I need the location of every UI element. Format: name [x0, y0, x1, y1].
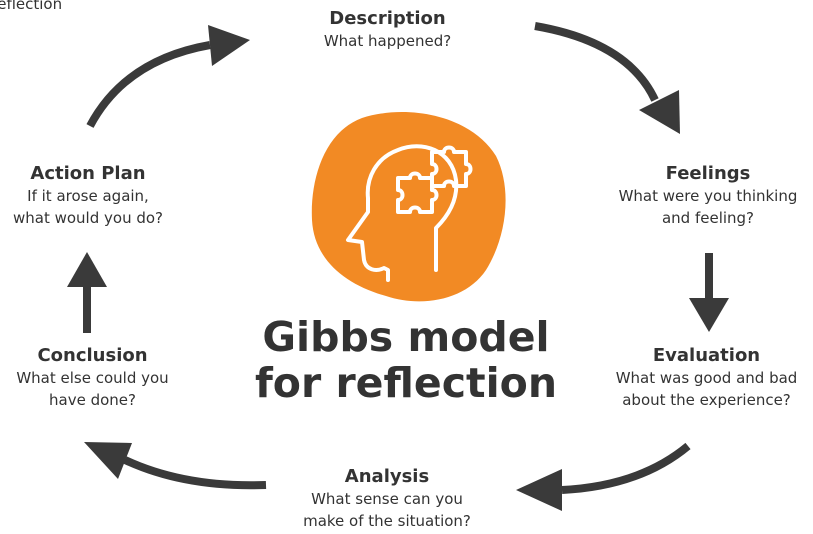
stage-action-plan-line2: what would you do?: [12, 209, 163, 227]
stage-analysis-title: Analysis: [344, 466, 430, 487]
stage-evaluation-title: Evaluation: [652, 345, 761, 366]
center-title-line1: Gibbs model: [262, 313, 550, 361]
arrowhead-feelings: [639, 90, 680, 134]
stage-description-line1: What happened?: [323, 32, 452, 50]
stage-feelings-title: Feelings: [665, 163, 751, 184]
stage-feelings-line1: What were you thinking: [618, 187, 798, 205]
head-profile: [346, 144, 459, 282]
arrowhead-description: [208, 25, 250, 66]
stage-action-plan-line1: If it arose again,: [27, 187, 149, 205]
stage-feelings-text: What were you thinking and feeling?: [603, 185, 813, 229]
stage-conclusion-text: What else could you have done?: [0, 367, 185, 411]
stage-analysis-line1: What sense can you: [311, 490, 463, 508]
stage-evaluation: Evaluation What was good and bad about t…: [600, 345, 813, 411]
arrowhead-conclusion: [84, 442, 132, 479]
head-with-puzzle-pieces-icon: [311, 112, 506, 302]
stage-conclusion-line2: have done?: [49, 391, 136, 409]
stage-evaluation-line2: about the experience?: [622, 391, 791, 409]
corner-caption: for reflection: [0, 0, 63, 13]
orange-blob-shape: [311, 112, 506, 302]
stage-conclusion: Conclusion What else could you have done…: [0, 345, 185, 411]
stage-description-text: What happened?: [300, 30, 475, 52]
arrow-description-to-feelings: [534, 22, 659, 102]
stage-evaluation-text: What was good and bad about the experien…: [600, 367, 813, 411]
stage-feelings: Feelings What were you thinking and feel…: [603, 163, 813, 229]
stage-description-title: Description: [329, 8, 446, 29]
stage-analysis-line2: make of the situation?: [303, 512, 471, 530]
stage-analysis-text: What sense can you make of the situation…: [280, 488, 494, 532]
arrow-action-to-description: [86, 41, 211, 128]
arrowhead-analysis: [516, 469, 562, 511]
stage-evaluation-line1: What was good and bad: [615, 369, 798, 387]
stage-analysis: Analysis What sense can you make of the …: [280, 466, 494, 532]
center-title-line2: for reflection: [254, 359, 558, 407]
center-title: Gibbs model for reflection: [241, 314, 571, 406]
puzzle-piece-1: [396, 171, 439, 214]
stage-feelings-line2: and feeling?: [661, 209, 755, 227]
stage-description: Description What happened?: [300, 8, 475, 52]
stage-action-plan-title: Action Plan: [30, 163, 146, 184]
arrowhead-evaluation: [689, 298, 729, 332]
stage-conclusion-line1: What else could you: [16, 369, 169, 387]
puzzle-piece-2: [430, 145, 473, 188]
stage-action-plan-text: If it arose again, what would you do?: [0, 185, 176, 229]
arrow-evaluation-to-analysis: [561, 442, 691, 494]
arrowhead-action: [67, 252, 107, 287]
arrow-analysis-to-conclusion: [123, 456, 267, 490]
stage-action-plan: Action Plan If it arose again, what woul…: [0, 163, 176, 229]
stage-conclusion-title: Conclusion: [37, 345, 148, 366]
